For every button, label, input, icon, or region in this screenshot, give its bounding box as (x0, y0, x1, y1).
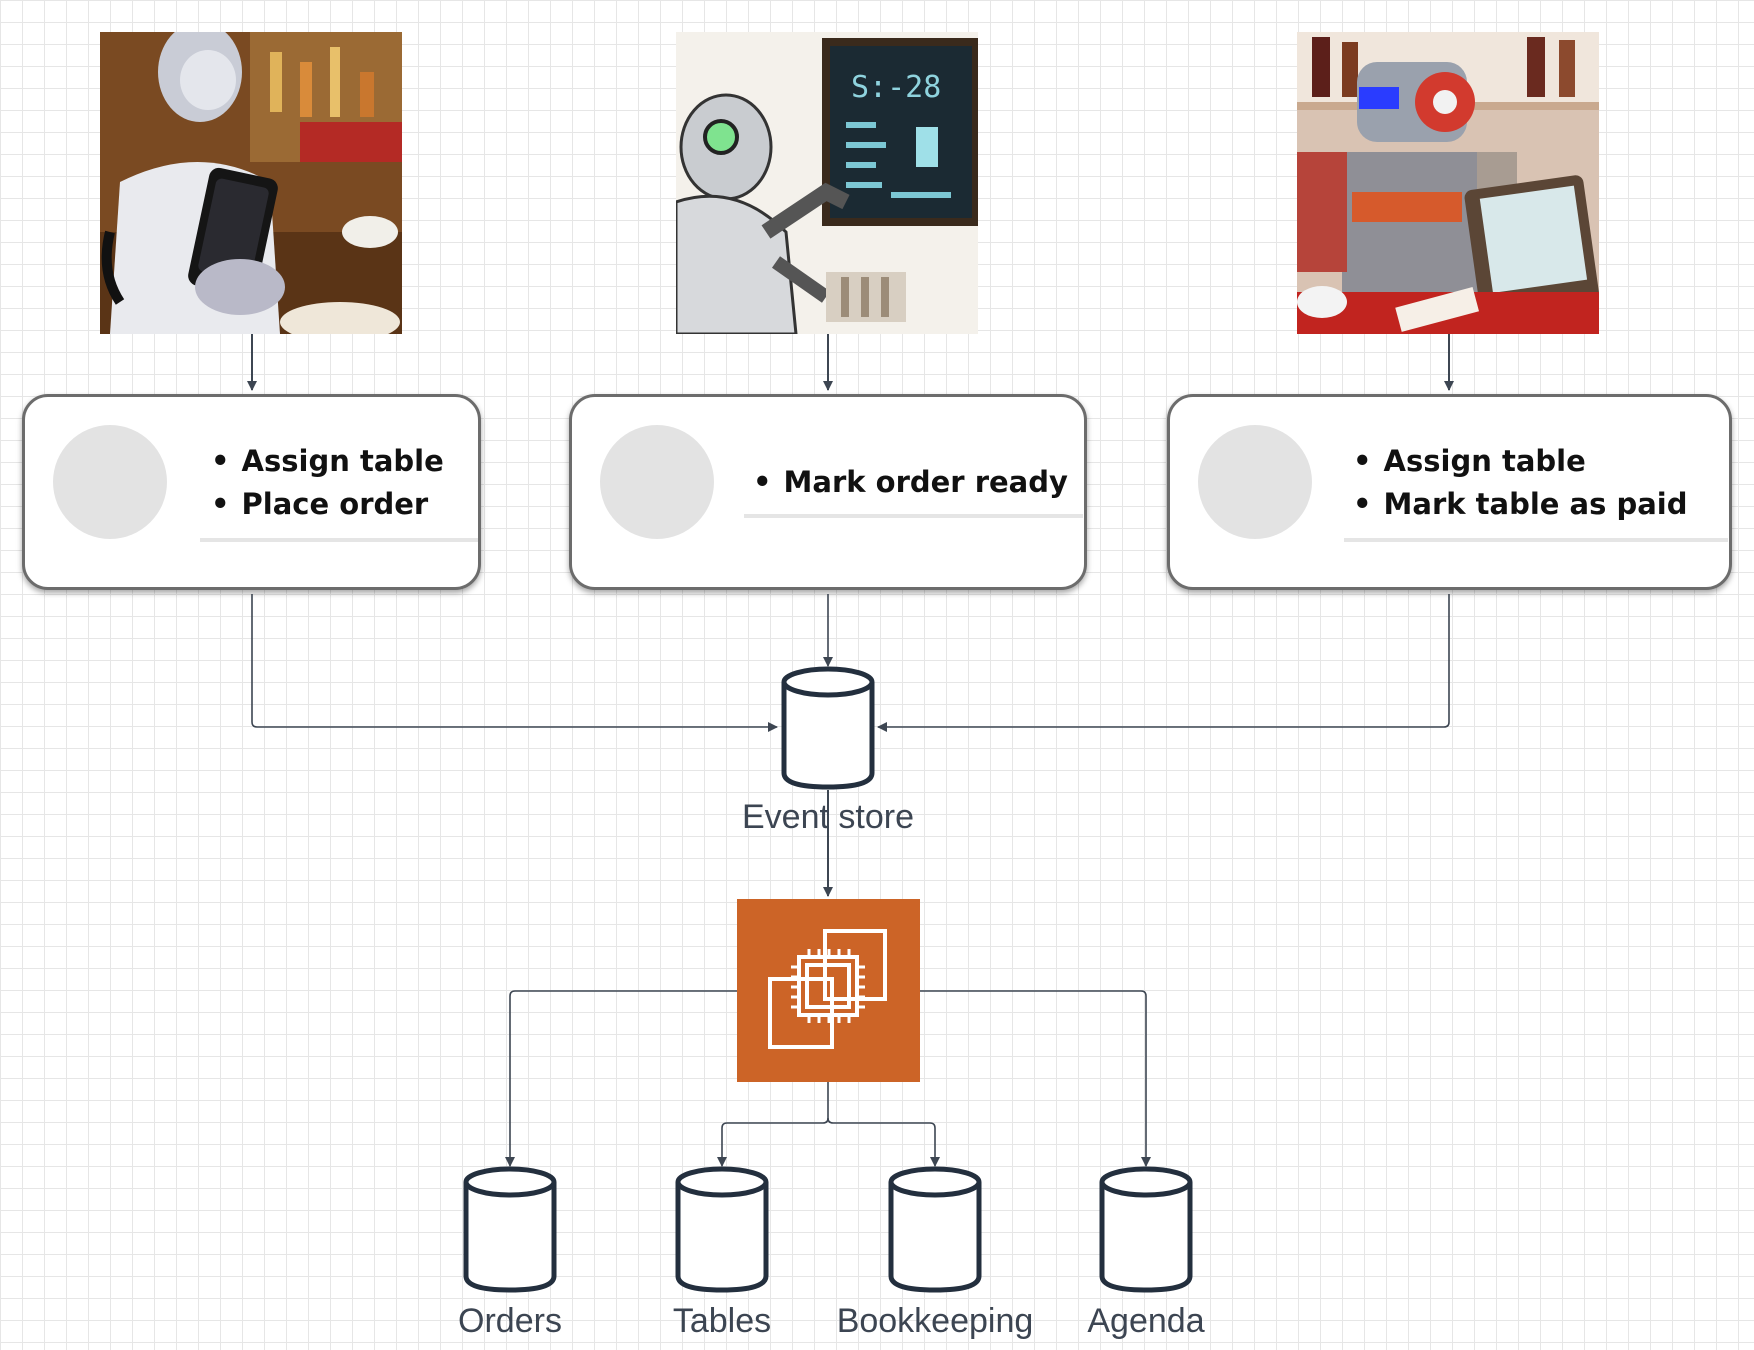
command-list: Assign table Place order (211, 440, 444, 526)
tables-database-icon (675, 1166, 769, 1293)
card-divider (1344, 538, 1728, 542)
command-item: Assign table (211, 440, 444, 483)
connector-arrow (505, 990, 737, 1167)
command-item: Assign table (1353, 440, 1688, 483)
connector-arrow (827, 1117, 940, 1167)
avatar-placeholder (600, 425, 714, 539)
command-card-3: Assign table Mark table as paid (1167, 394, 1732, 590)
command-item: Mark table as paid (1353, 483, 1688, 526)
robot-waiter-phone-image (100, 32, 402, 334)
tables-label: Tables (672, 1302, 772, 1340)
connector-arrow (717, 1082, 829, 1167)
compute-instances-icon (737, 899, 920, 1082)
agenda-label: Agenda (1087, 1302, 1205, 1340)
connector-arrow (251, 594, 778, 732)
command-card-2: Mark order ready (569, 394, 1087, 590)
event-store-label: Event store (742, 798, 914, 836)
bookkeeping-label: Bookkeeping (836, 1302, 1034, 1340)
connector-arrow (877, 594, 1450, 732)
svg-text:S:-28: S:-28 (851, 70, 941, 105)
event-store-database-icon (781, 666, 875, 790)
command-item: Place order (211, 483, 444, 526)
card-divider (744, 514, 1083, 518)
command-item: Mark order ready (753, 461, 1068, 504)
card-divider (200, 538, 478, 542)
robot-kitchen-screen-image: S:-28 (676, 32, 978, 334)
avatar-placeholder (53, 425, 167, 539)
agenda-database-icon (1099, 1166, 1193, 1293)
orders-database-icon (463, 1166, 557, 1293)
command-list: Mark order ready (753, 461, 1068, 504)
orders-label: Orders (458, 1302, 562, 1340)
command-list: Assign table Mark table as paid (1353, 440, 1688, 526)
bookkeeping-database-icon (888, 1166, 982, 1293)
robot-cashier-terminal-image (1297, 32, 1599, 334)
avatar-placeholder (1198, 425, 1312, 539)
command-card-1: Assign table Place order (22, 394, 481, 590)
connector-arrow (920, 990, 1151, 1167)
